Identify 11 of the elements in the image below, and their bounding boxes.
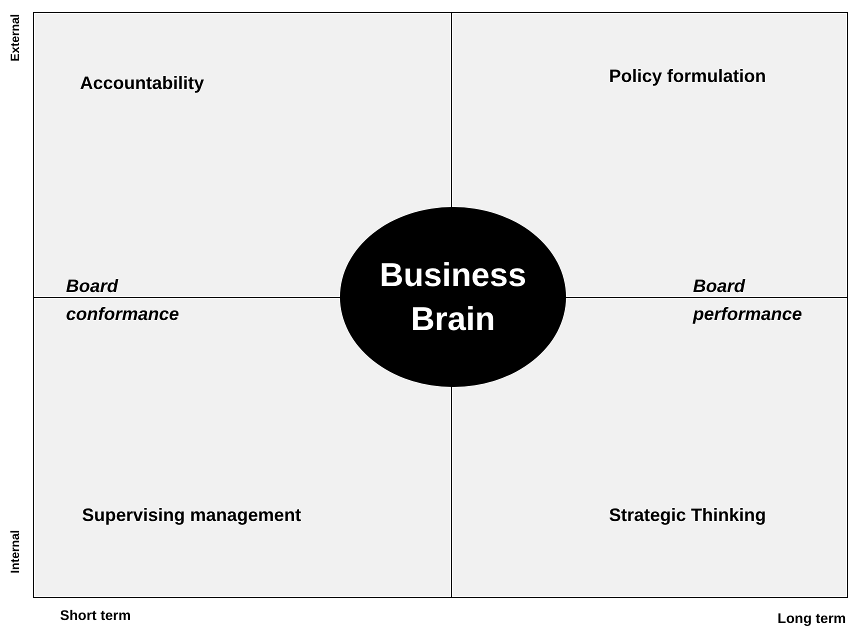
axis-label: Short term [60, 607, 131, 623]
quadrant-title: Policy formulation [609, 66, 766, 87]
quadrant-title: Strategic Thinking [609, 505, 766, 526]
center-title: Business Brain [378, 255, 528, 339]
axis-label: Internal [8, 530, 22, 574]
axis-label: Long term [778, 610, 846, 626]
quadrant-title: Accountability [80, 73, 204, 94]
side-label: Board conformance [66, 275, 180, 326]
side-label: Board performance [693, 275, 804, 326]
axis-label: External [8, 14, 22, 62]
quadrant-title: Supervising management [82, 505, 302, 526]
